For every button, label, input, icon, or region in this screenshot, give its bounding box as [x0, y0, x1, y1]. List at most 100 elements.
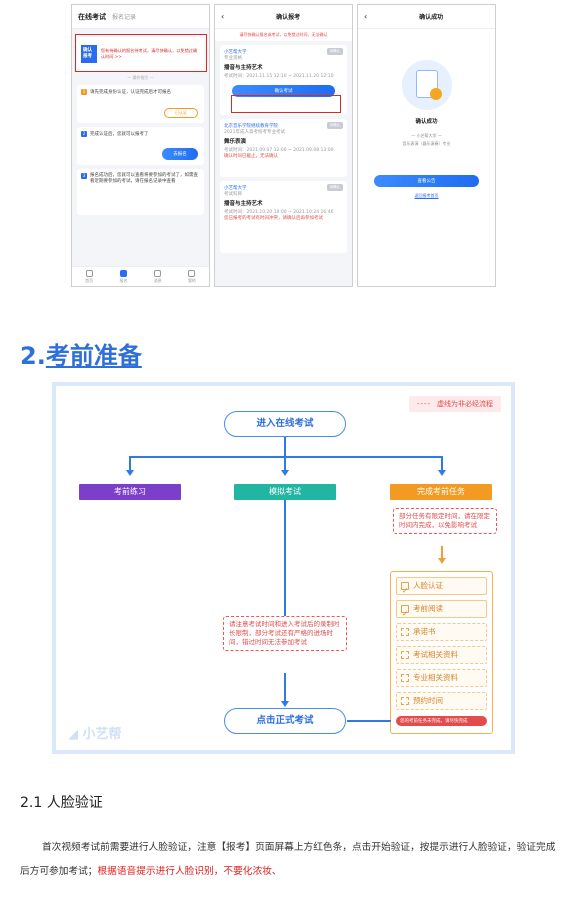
start-node: 进入在线考试 [224, 411, 346, 437]
legend-text: 虚线为非必经流程 [437, 400, 493, 408]
card-title: 播音与主持艺术 [224, 201, 263, 207]
phone-header: ‹ 确认成功 [358, 5, 495, 29]
exam-card-1: 待确认 小艺帮大学 专业资格 播音与主持艺术 考试时间：2021.11.15 1… [220, 45, 347, 115]
success-school: — 小艺帮大学 — [411, 133, 442, 138]
back-icon[interactable]: ‹ [221, 12, 225, 21]
task-pledge[interactable]: 承诺书 [396, 623, 487, 641]
exam-card-3: 待确认 小艺帮大学 考试科目 播音与主持艺术 考试时间：2021.10.20 1… [220, 181, 347, 253]
return-link[interactable]: 返回报考首页 [414, 193, 439, 198]
verified-button[interactable]: 已认证 [164, 108, 198, 118]
tab-online-exam[interactable]: 在线考试 [78, 12, 106, 21]
user-icon [188, 269, 196, 277]
task-face-verify[interactable]: ✓人脸认证 [396, 577, 487, 595]
connector [284, 500, 286, 616]
register-icon [119, 269, 127, 277]
checkbox-icon: ✓ [401, 582, 409, 595]
tab-home[interactable]: 首页 [85, 269, 93, 284]
legend: ---- 虚线为非必经流程 [408, 396, 501, 412]
card-school: 北京音乐学院继续教育学院 [224, 124, 278, 129]
task-exam-materials[interactable]: 考试相关资料 [396, 646, 487, 664]
checkbox-icon [401, 628, 409, 636]
checkbox-icon [401, 651, 409, 659]
checkbox-icon: ✓ [401, 605, 409, 618]
card-time: 考试时间：2021.11.15 12:10 ~ 2021.11.20 12:10 [224, 74, 334, 79]
logo-icon: ◢ [68, 727, 83, 742]
phone-header: ‹ 确认报考 [215, 5, 352, 29]
step-3-number: 3 [81, 173, 87, 179]
page-title: 确认成功 [419, 14, 444, 21]
checkbox-icon [401, 697, 409, 705]
confirm-banner[interactable]: 确认 报考 您有待确认的报名待考试，请尽快确认，以免错过确认时间 >> [77, 37, 204, 71]
arrow [281, 701, 289, 707]
tab-register[interactable]: 报名 [119, 269, 127, 284]
heading-number: 2. [20, 342, 46, 370]
card-title: 舞乐表演 [224, 139, 247, 145]
arrow [438, 558, 446, 564]
task-warning-bar: 您的考前任务未完成，请尽快完成 [396, 716, 487, 726]
checkbox-icon [401, 674, 409, 682]
connector [441, 546, 443, 560]
legend-dash: ---- [416, 400, 431, 408]
tab-registration-record[interactable]: 报名记录 [112, 14, 137, 21]
box-practice: 考前练习 [79, 484, 181, 500]
connector [129, 456, 131, 471]
banner-badge: 确认 报考 [81, 45, 97, 63]
connector [284, 673, 286, 703]
check-icon [430, 88, 442, 100]
page-title: 确认报考 [276, 14, 301, 21]
box-mock-exam: 模拟考试 [234, 484, 336, 500]
register-button[interactable]: 去报名 [162, 148, 198, 160]
confirm-exam-button[interactable]: 确认考试 [232, 85, 335, 97]
connector [347, 720, 391, 722]
phone-header: 在线考试 报名记录 [72, 5, 209, 29]
note-exam-time: 请注意考试时间和进入考试后的录制时长限制，部分考试还有严格的进场时间，错过时间无… [223, 616, 347, 651]
step-1-number: 1 [81, 89, 87, 95]
success-illustration [402, 60, 452, 110]
task-list: ✓人脸认证 ✓考前阅读 承诺书 考试相关资料 专业相关资料 预约时间 您的考前任… [390, 571, 493, 734]
back-icon[interactable]: ‹ [364, 12, 368, 21]
message-icon [154, 269, 162, 277]
phone-online-exam: 在线考试 报名记录 确认 报考 您有待确认的报名待考试，请尽快确认，以免错过确认… [71, 4, 210, 287]
card-note: 确认时间已截止，无法确认 [224, 154, 278, 159]
heading-text: 考前准备 [45, 342, 142, 370]
task-pre-reading[interactable]: ✓考前阅读 [396, 600, 487, 618]
view-notice-button[interactable]: 查看公告 [374, 175, 479, 187]
banner-text: 您有待确认的报名待考试，请尽快确认，以免错过确认时间 >> [100, 48, 198, 59]
status-badge: 待确认 [326, 184, 343, 191]
exam-card-2: 待确认 北京音乐学院继续教育学院 2021年成人高考校考专业考试 舞乐表演 考试… [220, 119, 347, 177]
phone-screenshots: 在线考试 报名记录 确认 报考 您有待确认的报名待考试，请尽快确认，以免错过确认… [71, 4, 501, 287]
step-3-text: 报名成功后，您就可以查看将要参加的考试了，如需查看近期要参加的考试，请在报名记录… [90, 173, 198, 184]
tab-mine[interactable]: 我的 [188, 269, 196, 284]
tab-message[interactable]: 消息 [154, 269, 162, 284]
card-time: 考试时间：2021.10.20 10:00 ~ 2021.10.24 16:46 [224, 210, 334, 215]
step-2-number: 2 [81, 131, 87, 137]
status-badge: 待确认 [326, 48, 343, 55]
box-pre-exam-tasks: 完成考前任务 [390, 484, 492, 500]
task-appointment[interactable]: 预约时间 [396, 692, 487, 710]
end-node: 点击正式考试 [224, 708, 346, 734]
step-1-text: 请先完成身份认证，认证完成后才可报名 [90, 90, 171, 95]
card-title: 播音与主持艺术 [224, 65, 263, 71]
home-icon [85, 269, 93, 277]
watermark: ◢ 小艺帮 [68, 727, 122, 742]
arrow [126, 470, 134, 476]
card-school: 小艺帮大学 [224, 50, 247, 55]
status-badge: 待确认 [326, 122, 343, 129]
bottom-tab-bar: 首页 报名 消息 我的 [72, 266, 209, 286]
connector [284, 437, 286, 471]
arrow [438, 470, 446, 476]
phone-confirm-success: ‹ 确认成功 确认成功 — 小艺帮大学 — 音乐表演（器乐演奏）专业 查看公告 … [357, 4, 496, 287]
flowchart: ---- 虚线为非必经流程 进入在线考试 考前练习 模拟考试 完成考前任务 部分任… [52, 382, 515, 754]
divider-text: — 操作指引 — [127, 75, 154, 80]
success-status: 确认成功 [415, 119, 438, 125]
note-task-time: 部分任务有限定时间，请在限定时间内完成，以免影响考试 [393, 508, 497, 534]
phone-confirm-registration: ‹ 确认报考 请尽快确认报名或考试，以免错过时间，无法确认 待确认 小艺帮大学 … [214, 4, 353, 287]
card-sub: 专业资格 [224, 56, 242, 61]
card-sub: 2021年成人高考校考专业考试 [224, 130, 285, 135]
task-major-materials[interactable]: 专业相关资料 [396, 669, 487, 687]
highlight-frame [231, 95, 341, 113]
paragraph: 首次视频考试前需要进行人脸验证，注意【报考】页面屏幕上方红色条，点击开始验证，按… [20, 836, 560, 884]
